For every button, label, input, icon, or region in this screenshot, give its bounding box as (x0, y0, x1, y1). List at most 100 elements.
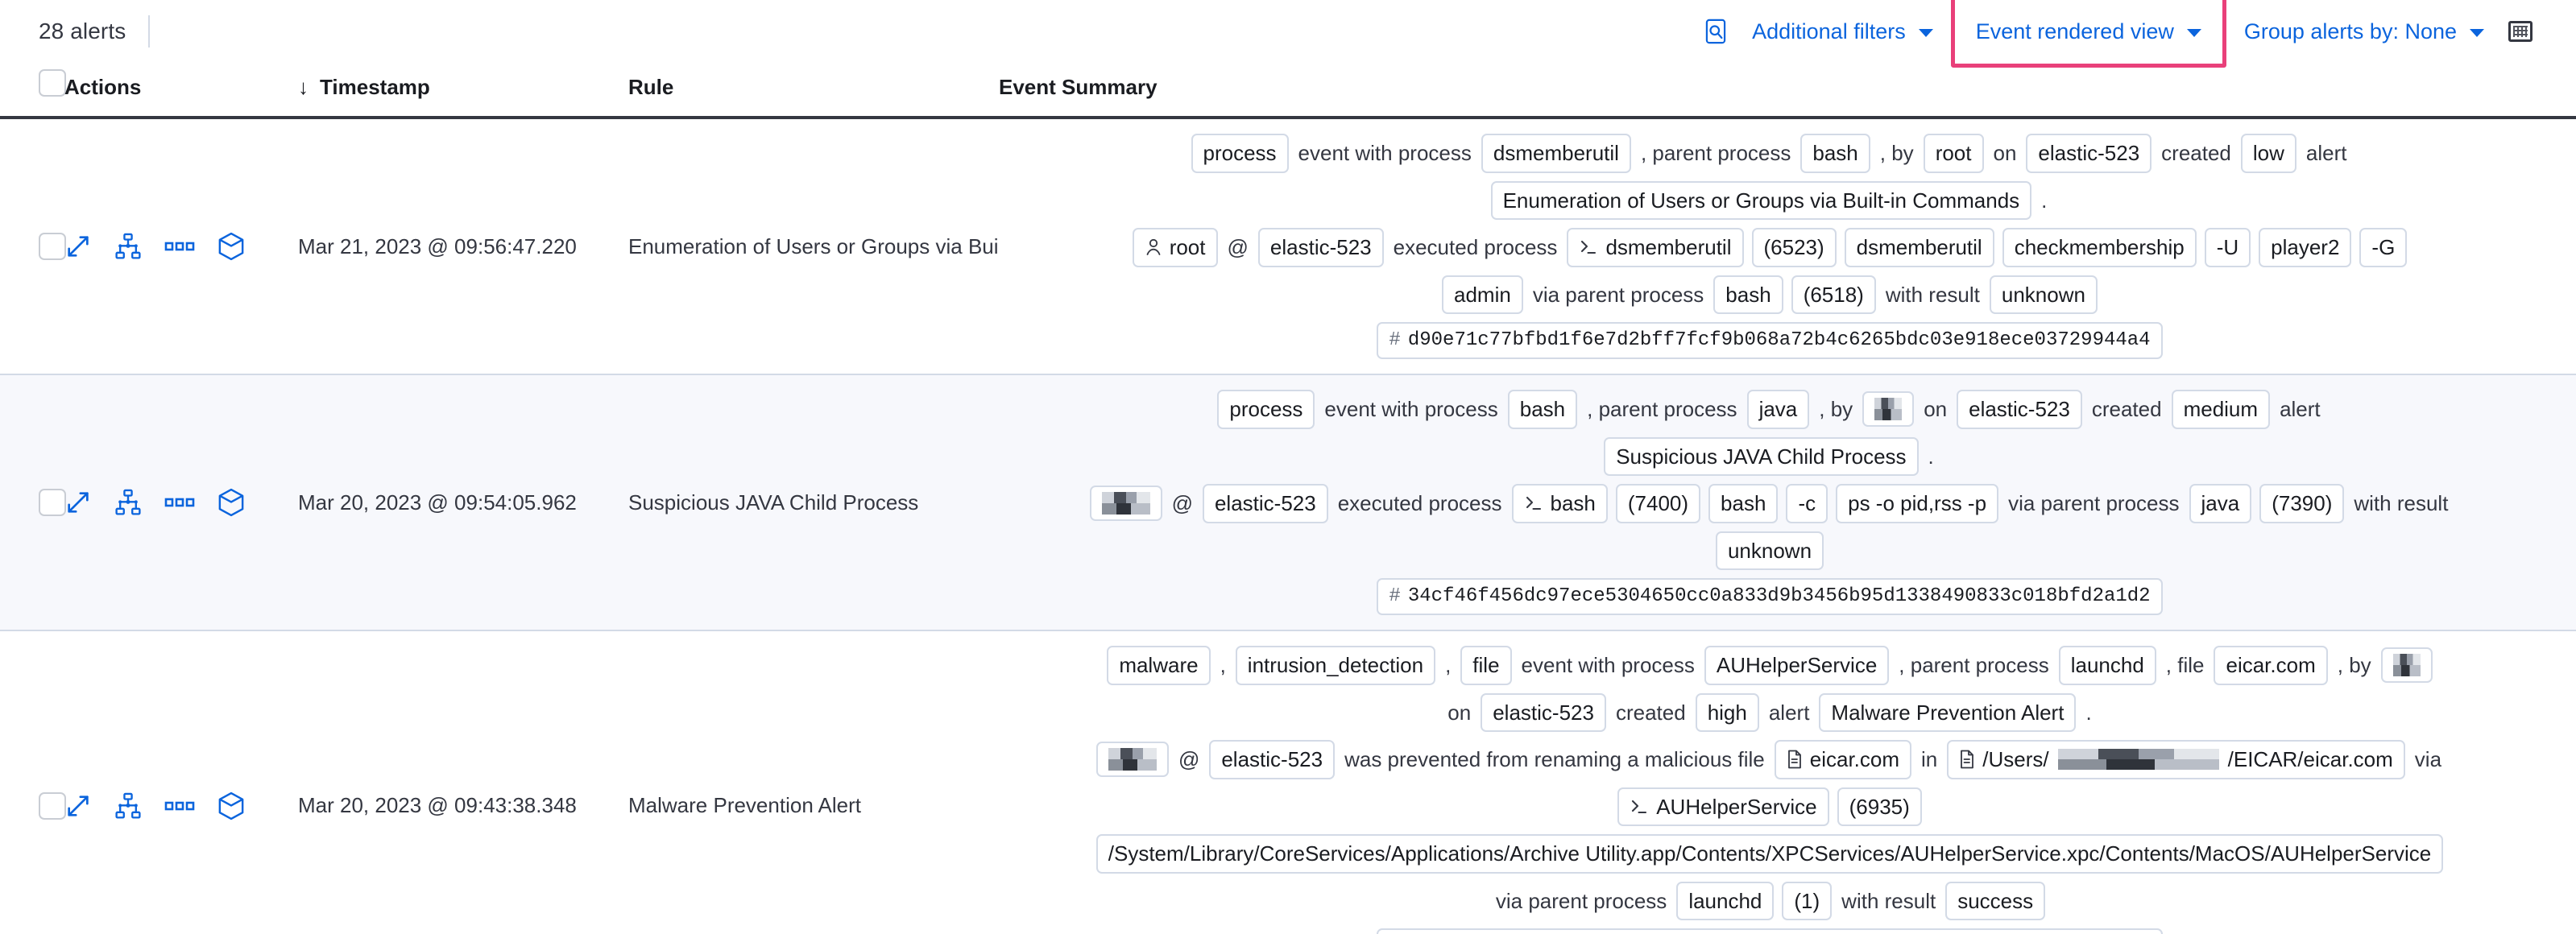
table-row[interactable]: Mar 21, 2023 @ 09:56:47.220 Enumeration o… (0, 118, 2576, 374)
summary-value-pill[interactable]: intrusion_detection (1235, 646, 1436, 685)
summary-value-pill[interactable]: AUHelperService (1704, 646, 1890, 685)
summary-value-pill[interactable]: bash (1800, 134, 1870, 173)
summary-value-pill[interactable]: dsmemberutil (1567, 228, 1744, 267)
summary-value-pill[interactable]: malware (1107, 646, 1211, 685)
summary-value-pill[interactable]: admin (1442, 275, 1523, 314)
summary-value-pill[interactable]: -G (2359, 228, 2408, 267)
summary-value-pill[interactable]: root (1923, 134, 1984, 173)
rule-name[interactable]: Suspicious JAVA Child Process (628, 490, 919, 515)
event-rendered-view-button[interactable]: Event rendered view (1963, 11, 2214, 52)
summary-value-pill[interactable]: file (1460, 646, 1512, 685)
pill-label: success (1957, 888, 2034, 913)
summary-value-pill[interactable]: elastic-523 (1202, 484, 1328, 523)
summary-value-pill[interactable]: bash (1511, 484, 1608, 523)
summary-value-pill[interactable]: ps -o pid,rss -p (1836, 484, 1999, 523)
summary-value-pill[interactable]: elastic-523 (1481, 692, 1606, 732)
summary-value-pill[interactable]: elastic-523 (1209, 740, 1336, 779)
header-select-all (0, 63, 66, 119)
summary-value-pill[interactable]: Suspicious JAVA Child Process (1604, 436, 1919, 476)
rule-name[interactable]: Enumeration of Users or Groups via Bui (628, 234, 999, 258)
summary-value-pill[interactable]: checkmembership (2002, 228, 2197, 267)
summary-text: event with process (1324, 397, 1498, 421)
file-hash-pill[interactable]: #275a021bbfb6489e54d471899f7db9d1663fc69… (1377, 928, 2163, 934)
summary-value-pill[interactable]: -c (1786, 484, 1828, 523)
summary-value-pill[interactable]: unknown (1715, 531, 1824, 570)
summary-value-pill[interactable]: elastic-523 (2026, 134, 2152, 173)
summary-value-pill[interactable]: Malware Prevention Alert (1819, 692, 2077, 732)
summary-value-pill[interactable]: java (2189, 484, 2252, 523)
summary-value-pill[interactable]: launchd (2058, 646, 2156, 685)
file-path-pill[interactable]: /Users//EICAR/eicar.com (1947, 740, 2405, 779)
select-all-checkbox[interactable] (39, 69, 66, 97)
summary-value-pill[interactable]: launchd (1676, 881, 1775, 920)
rule-name[interactable]: Malware Prevention Alert (628, 793, 862, 817)
summary-text: in (1921, 747, 1938, 771)
summary-value-pill[interactable]: dsmemberutil (1844, 228, 1994, 267)
row-select-checkbox[interactable] (39, 791, 66, 820)
summary-text: @ (1178, 747, 1200, 771)
redacted-value-pill[interactable] (2380, 647, 2433, 684)
summary-value-pill[interactable]: bash (1713, 275, 1783, 314)
summary-value-pill[interactable]: high (1695, 692, 1759, 732)
summary-value-pill[interactable]: /System/Library/CoreServices/Application… (1095, 834, 2444, 874)
summary-value-pill[interactable]: (6518) (1791, 275, 1876, 314)
summary-value-pill[interactable]: unknown (1989, 275, 2098, 314)
pill-label: process (1203, 141, 1277, 165)
more-actions-icon[interactable] (164, 494, 195, 510)
timestamp-value: Mar 21, 2023 @ 09:56:47.220 (298, 234, 577, 258)
summary-value-pill[interactable]: java (1746, 390, 1810, 429)
summary-value-pill[interactable]: dsmemberutil (1481, 134, 1631, 173)
summary-text: on (1993, 141, 2017, 165)
summary-value-pill[interactable]: root (1132, 228, 1218, 267)
summary-value-pill[interactable]: player2 (2259, 228, 2352, 267)
summary-value-pill[interactable]: eicar.com (2214, 646, 2328, 685)
summary-value-pill[interactable]: eicar.com (1774, 740, 1912, 779)
keyboard-fields-icon[interactable] (2497, 14, 2544, 48)
redacted-value-pill[interactable] (1862, 391, 1915, 428)
more-actions-icon[interactable] (164, 238, 195, 254)
summary-value-pill[interactable]: (6935) (1837, 787, 1922, 826)
summary-value-pill[interactable]: -U (2204, 228, 2251, 267)
summary-value-pill[interactable]: medium (2171, 390, 2271, 429)
summary-value-pill[interactable]: (7390) (2259, 484, 2345, 523)
header-timestamp[interactable]: ↓Timestamp (298, 63, 628, 119)
rule-cell: Suspicious JAVA Child Process (628, 374, 999, 630)
summary-value-pill[interactable]: bash (1507, 390, 1578, 429)
session-view-icon[interactable] (217, 791, 245, 820)
summary-value-pill[interactable]: process (1191, 134, 1289, 173)
redacted-value-pill[interactable] (1089, 486, 1162, 522)
file-hash-pill[interactable]: #34cf46f456dc97ece5304650cc0a833d9b3456b… (1377, 578, 2163, 615)
summary-value-pill[interactable]: bash (1708, 484, 1779, 523)
expand-icon[interactable] (64, 489, 92, 516)
analyzer-icon[interactable] (114, 233, 142, 260)
file-hash-pill[interactable]: #d90e71c77bfbd1f6e7d2bff7fcf9b068a72b4c6… (1377, 322, 2163, 359)
analyzer-icon[interactable] (114, 792, 142, 820)
row-select-checkbox[interactable] (39, 489, 66, 516)
summary-value-pill[interactable]: AUHelperService (1617, 787, 1829, 826)
summary-value-pill[interactable]: Enumeration of Users or Groups via Built… (1490, 180, 2032, 220)
summary-value-pill[interactable]: success (1945, 881, 2046, 920)
pill-label: bash (1812, 141, 1858, 165)
additional-filters-button[interactable]: Additional filters (1739, 11, 1946, 52)
summary-value-pill[interactable]: process (1217, 390, 1315, 429)
summary-value-pill[interactable]: elastic-523 (1257, 228, 1384, 267)
header-rule[interactable]: Rule (628, 63, 999, 119)
inspect-icon[interactable] (1692, 12, 1739, 51)
group-alerts-by-button[interactable]: Group alerts by: None (2231, 11, 2497, 52)
more-actions-icon[interactable] (164, 798, 195, 814)
row-select-checkbox[interactable] (39, 233, 66, 260)
redacted-value-pill[interactable] (1095, 742, 1169, 778)
session-view-icon[interactable] (217, 232, 245, 261)
summary-value-pill[interactable]: low (2240, 134, 2296, 173)
expand-icon[interactable] (64, 233, 92, 260)
summary-value-pill[interactable]: (1) (1782, 881, 1833, 920)
analyzer-icon[interactable] (114, 489, 142, 516)
summary-value-pill[interactable]: (6523) (1751, 228, 1837, 267)
summary-value-pill[interactable]: elastic-523 (1957, 390, 2082, 429)
session-view-icon[interactable] (217, 488, 245, 517)
expand-icon[interactable] (64, 792, 92, 820)
summary-value-pill[interactable]: (7400) (1615, 484, 1701, 523)
